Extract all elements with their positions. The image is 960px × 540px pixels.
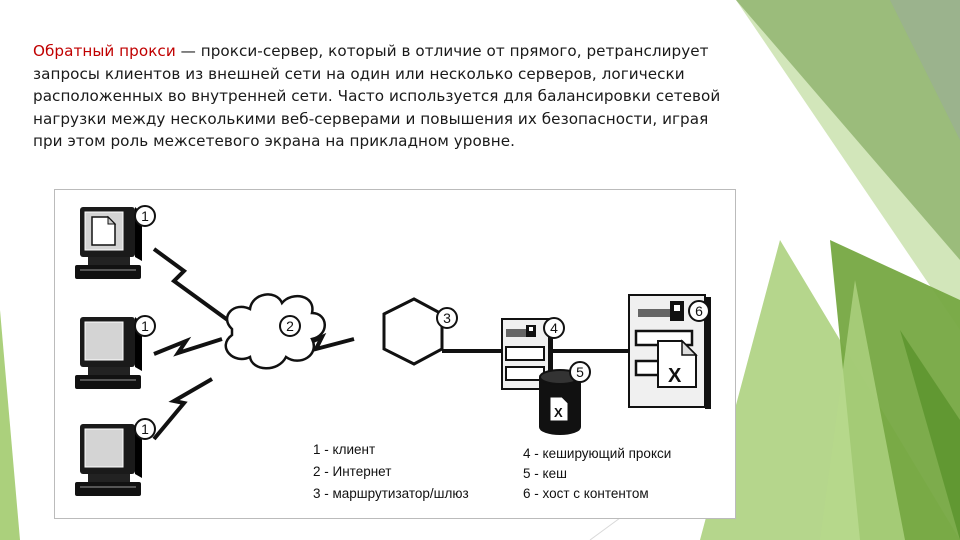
svg-text:1: 1 bbox=[141, 208, 149, 224]
marker-host: 6 bbox=[688, 300, 710, 322]
marker-internet: 2 bbox=[279, 315, 301, 337]
legend-item-3: 3 - маршрутизатор/шлюз bbox=[313, 486, 469, 501]
wireless-link-3 bbox=[152, 377, 214, 441]
term-dash: — bbox=[175, 42, 201, 60]
client-computer-2 bbox=[74, 316, 143, 390]
reverse-proxy-diagram: X X 1 1 1 2 3 4 5 bbox=[54, 189, 736, 519]
marker-client-3: 1 bbox=[134, 418, 156, 440]
svg-text:6: 6 bbox=[695, 303, 703, 319]
term-highlight: Обратный прокси bbox=[33, 42, 176, 60]
content-doc-label: X bbox=[668, 365, 682, 387]
document-icon bbox=[91, 215, 117, 246]
content-host-server: X bbox=[628, 294, 711, 409]
client-computer-1 bbox=[74, 206, 143, 280]
svg-text:4: 4 bbox=[550, 320, 558, 336]
svg-text:1: 1 bbox=[141, 318, 149, 334]
internet-cloud bbox=[224, 293, 326, 370]
marker-client-1: 1 bbox=[134, 205, 156, 227]
wireless-link-1 bbox=[152, 247, 231, 323]
wireless-link-2 bbox=[153, 336, 223, 357]
client-computer-3 bbox=[74, 423, 143, 497]
definition-text: прокси-сервер, который в отличие от прям… bbox=[33, 42, 721, 151]
marker-router: 3 bbox=[436, 307, 458, 329]
marker-proxy: 4 bbox=[543, 317, 565, 339]
legend-item-2: 2 - Интернет bbox=[313, 464, 391, 479]
intro-paragraph: Обратный прокси — прокси-сервер, который… bbox=[33, 40, 723, 153]
legend-item-4: 4 - кеширующий прокси bbox=[523, 446, 671, 461]
router-hexagon bbox=[382, 297, 444, 366]
cache-cylinder: X bbox=[539, 369, 581, 435]
cache-doc-label: X bbox=[554, 405, 563, 420]
svg-text:1: 1 bbox=[141, 421, 149, 437]
legend-item-5: 5 - кеш bbox=[523, 466, 567, 481]
marker-client-2: 1 bbox=[134, 315, 156, 337]
marker-cache: 5 bbox=[569, 361, 591, 383]
diagram-legend: 1 - клиент 2 - Интернет 3 - маршрутизато… bbox=[313, 442, 671, 501]
svg-text:5: 5 bbox=[576, 364, 584, 380]
svg-text:2: 2 bbox=[286, 318, 294, 334]
svg-text:3: 3 bbox=[443, 310, 451, 326]
legend-item-6: 6 - хост с контентом bbox=[523, 486, 649, 501]
legend-item-1: 1 - клиент bbox=[313, 442, 375, 457]
